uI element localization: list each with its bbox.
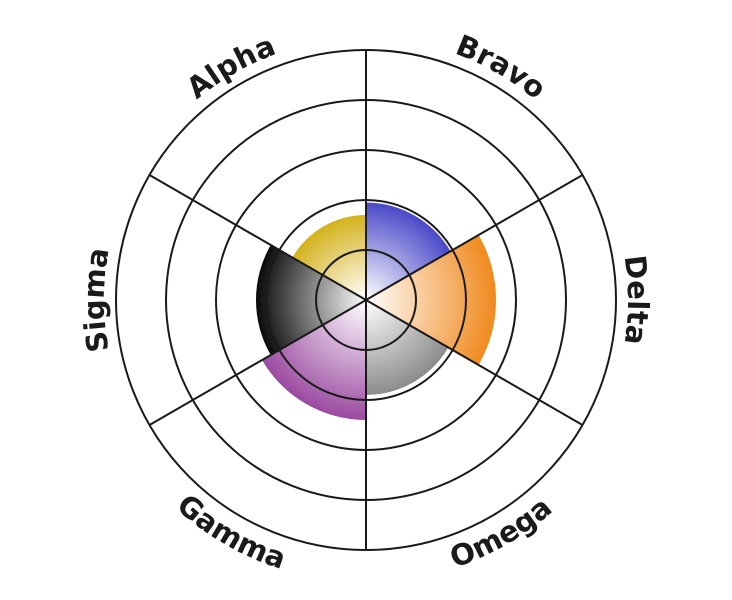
sector-bravo (366, 202, 451, 300)
sector-omega (366, 300, 449, 395)
category-label-sigma: Sigma (77, 245, 116, 354)
grid-spoke (148, 174, 367, 301)
sectors-group (256, 202, 496, 420)
grid-group (115, 49, 617, 551)
category-label-delta: Delta (618, 253, 656, 347)
sector-sigma (256, 245, 366, 355)
sector-alpha (292, 215, 366, 300)
category-label-omega: Omega (445, 490, 558, 575)
sector-delta (366, 235, 496, 365)
grid-spoke (365, 299, 584, 426)
category-label-bravo: Bravo (451, 28, 552, 106)
grid-spoke (365, 174, 584, 301)
category-label-alpha: Alpha (180, 28, 280, 105)
grid-spoke (148, 299, 367, 426)
sector-gamma (262, 300, 366, 420)
